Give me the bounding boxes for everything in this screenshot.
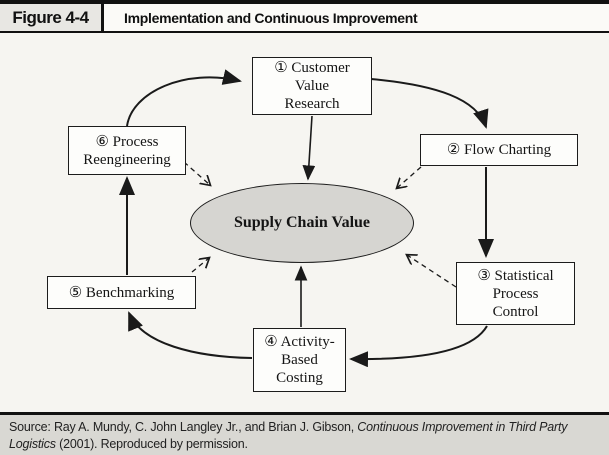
node-customer-value-research: ① Customer Value Research xyxy=(252,57,372,115)
node-line: Process xyxy=(492,285,539,302)
arrow-customer-to-center xyxy=(302,115,316,181)
node-line: Costing xyxy=(276,370,323,386)
node-line: Control xyxy=(492,303,539,320)
node-flow-charting: ② Flow Charting xyxy=(420,134,578,166)
source-suffix: (2001). Reproduced by permission. xyxy=(55,436,248,451)
node-line: ⑤ Benchmarking xyxy=(68,284,175,301)
arrow-abc-to-benchmarking xyxy=(128,311,253,359)
source-prefix: Source: Ray A. Mundy, C. John Langley Jr… xyxy=(9,420,358,434)
dashed-arrow-benchmarking-to-center xyxy=(191,258,209,273)
node-line: ④ Activity- xyxy=(264,334,335,350)
source-citation: Source: Ray A. Mundy, C. John Langley Jr… xyxy=(9,419,600,453)
dashed-arrow-flowcharting-to-center xyxy=(397,166,422,188)
arrow-customer-to-flowcharting xyxy=(370,78,489,129)
node-activity-based-costing: ④ Activity- Based Costing xyxy=(253,328,346,392)
supply-chain-value-ellipse: Supply Chain Value xyxy=(190,183,414,263)
node-line: Research xyxy=(284,96,340,112)
source-band: Source: Ray A. Mundy, C. John Langley Jr… xyxy=(0,412,609,455)
figure-header: Figure 4-4 Implementation and Continuous… xyxy=(0,0,609,33)
figure-number-label: Figure 4-4 xyxy=(0,4,101,31)
figure-title: Implementation and Continuous Improvemen… xyxy=(124,9,418,26)
arrow-spc-to-abc xyxy=(349,325,488,368)
header-divider xyxy=(101,4,104,31)
node-line: ② Flow Charting xyxy=(446,142,552,158)
node-line: ③ Statistical xyxy=(477,267,554,284)
node-line: Based xyxy=(281,352,318,368)
node-statistical-process-control: ③ Statistical Process Control xyxy=(456,262,575,325)
node-line: Value xyxy=(294,78,330,94)
dashed-arrow-reengineering-to-center xyxy=(183,161,210,185)
node-line: ⑥ Process xyxy=(95,133,159,150)
node-line: ① Customer xyxy=(274,60,350,76)
source-book-title: Continuous Improvement in Third Party Lo… xyxy=(9,420,568,451)
arrow-reengineering-to-customer xyxy=(126,69,242,127)
dashed-arrow-spc-to-center xyxy=(407,255,457,288)
node-line: Reengineering xyxy=(83,151,171,168)
node-benchmarking: ⑤ Benchmarking xyxy=(47,276,196,309)
cycle-diagram: Supply Chain Value ① Customer Value Rese… xyxy=(0,33,609,412)
supply-chain-value-label: Supply Chain Value xyxy=(233,214,371,231)
node-process-reengineering: ⑥ Process Reengineering xyxy=(68,126,186,175)
